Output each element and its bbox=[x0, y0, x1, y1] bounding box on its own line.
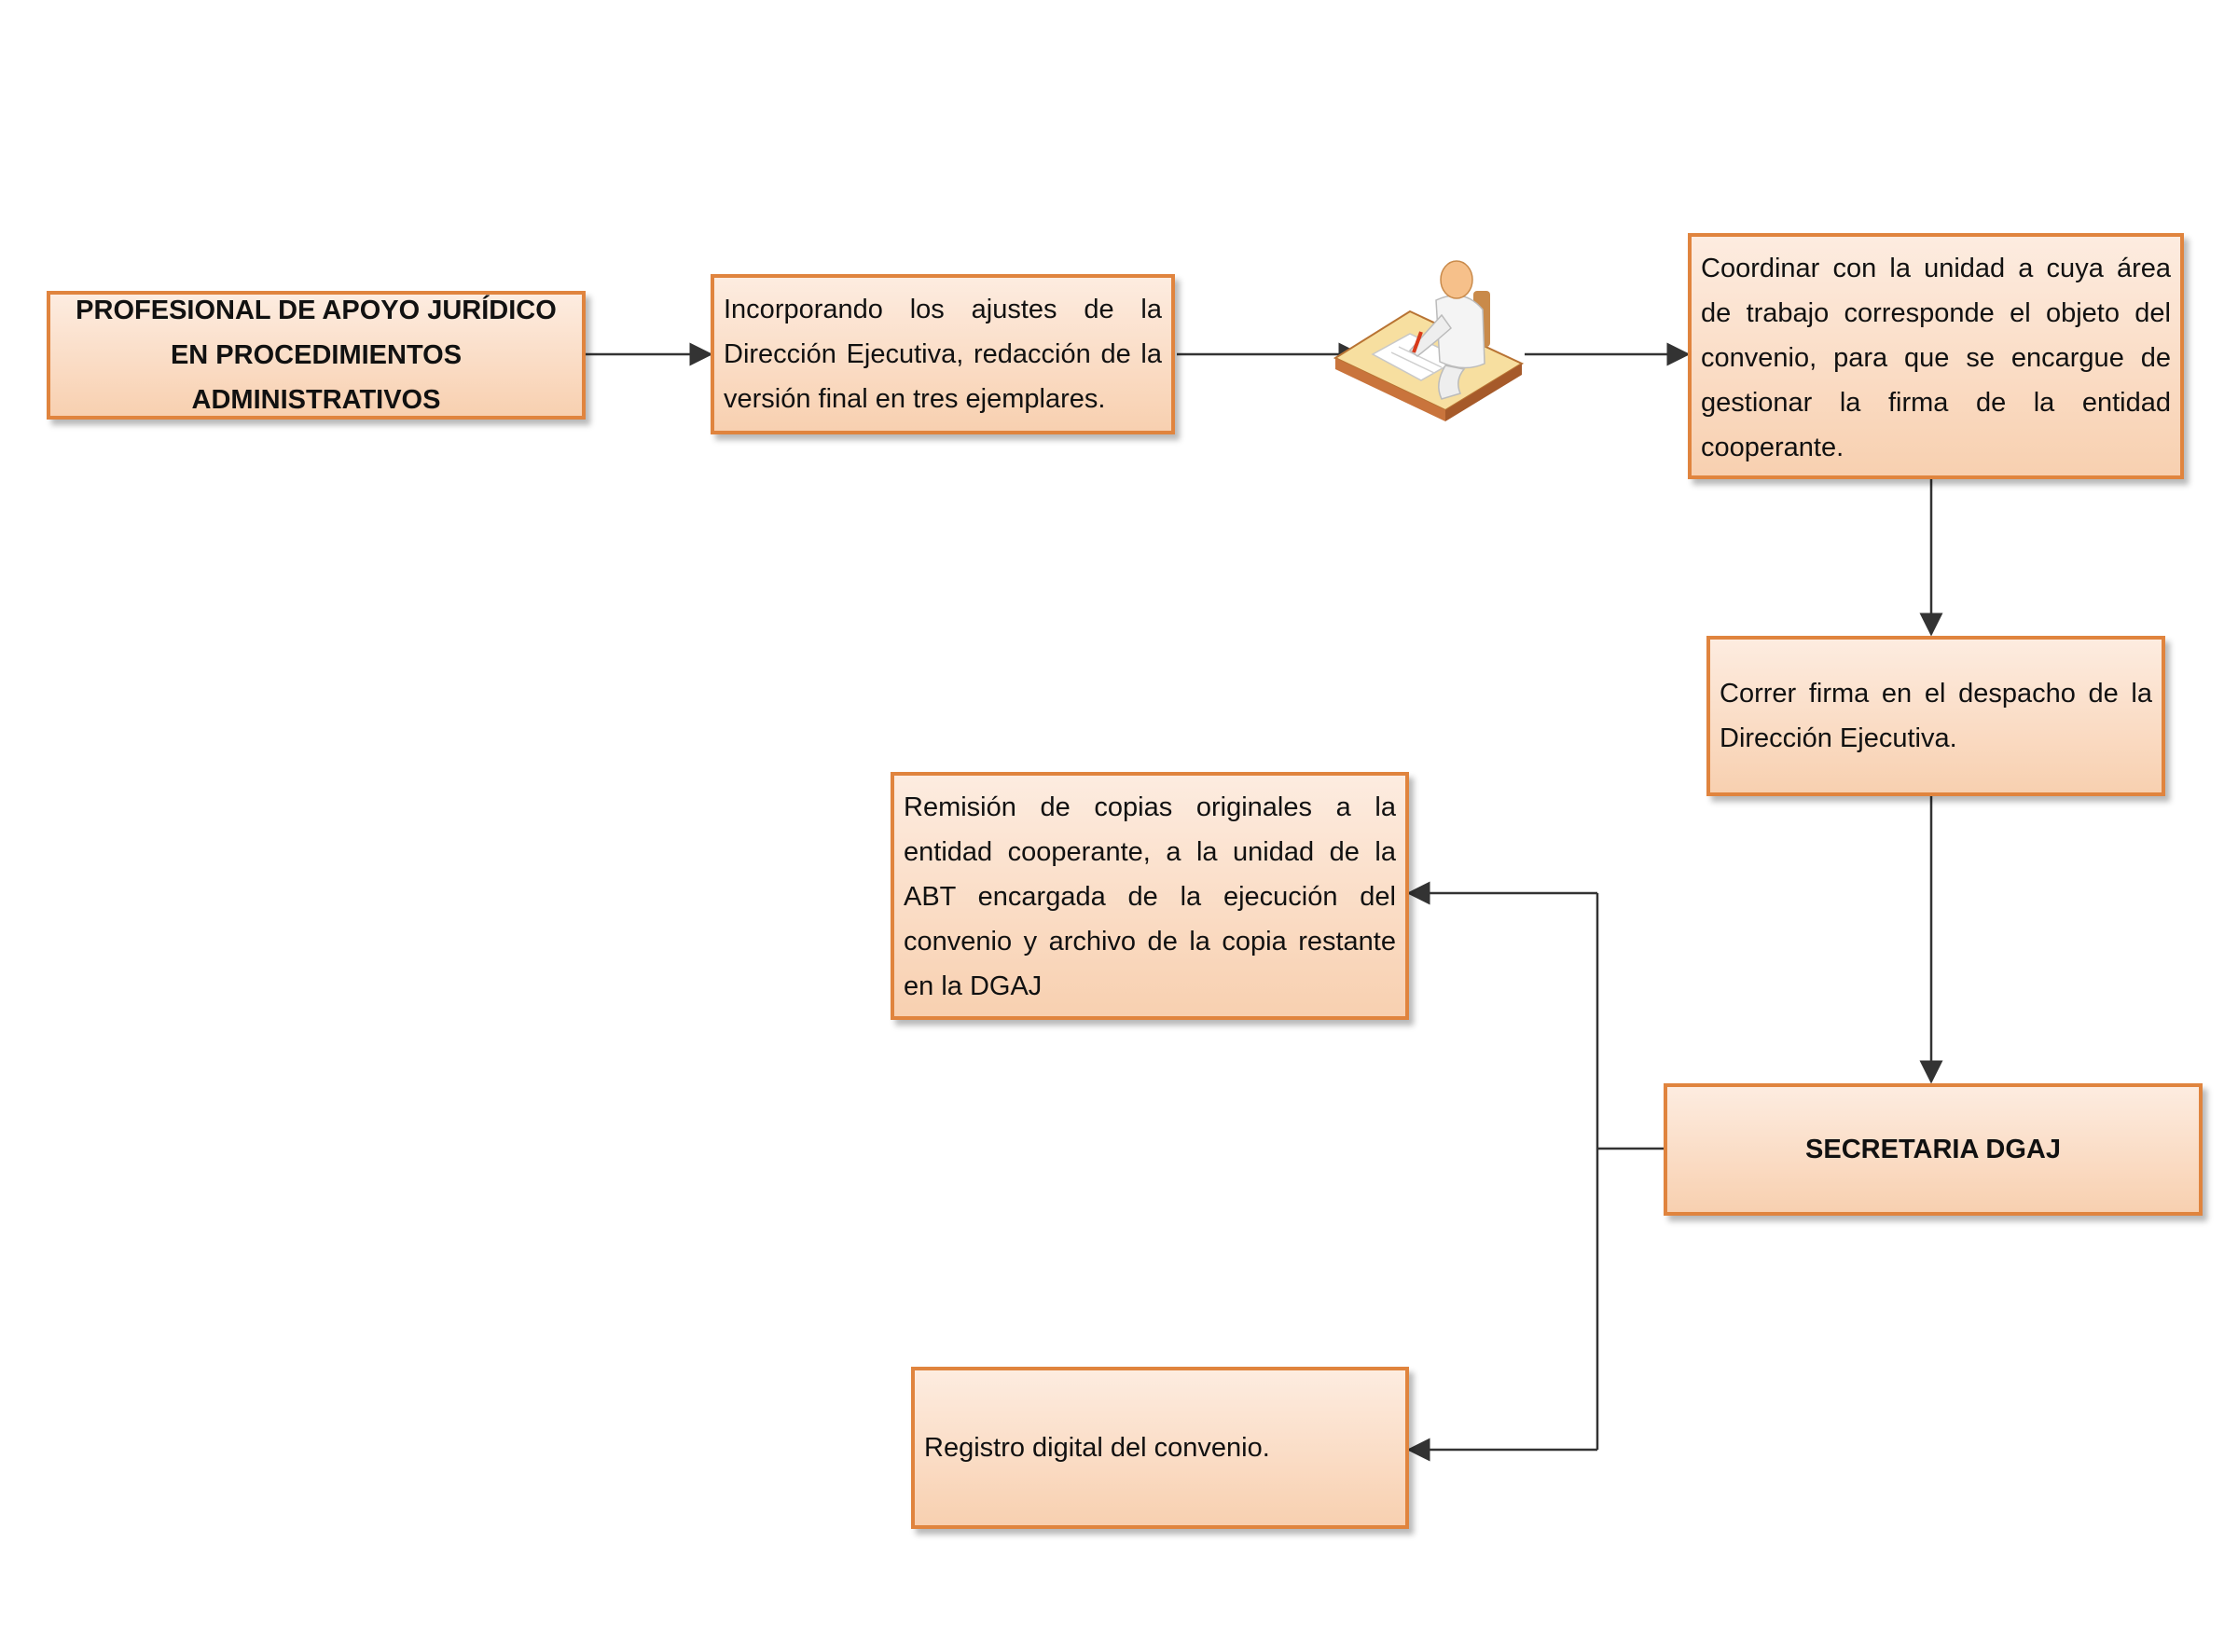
node-coordinar: Coordinar con la unidad a cuya área de t… bbox=[1688, 233, 2184, 479]
node-registro: Registro digital del convenio. bbox=[911, 1367, 1409, 1529]
node-remision-label: Remisión de copias originales a la entid… bbox=[904, 792, 1396, 1001]
node-remision: Remisión de copias originales a la entid… bbox=[891, 772, 1409, 1020]
node-coordinar-label: Coordinar con la unidad a cuya área de t… bbox=[1701, 254, 2171, 462]
node-incorporando-label: Incorporando los ajustes de la Dirección… bbox=[724, 295, 1162, 414]
node-secretaria: SECRETARIA DGAJ bbox=[1664, 1083, 2203, 1216]
node-correr: Correr firma en el despacho de la Direcc… bbox=[1706, 636, 2165, 796]
node-registro-label: Registro digital del convenio. bbox=[924, 1433, 1270, 1463]
node-profesional-label: PROFESIONAL DE APOYO JURÍDICO EN PROCEDI… bbox=[76, 296, 557, 415]
node-profesional: PROFESIONAL DE APOYO JURÍDICO EN PROCEDI… bbox=[47, 291, 586, 420]
node-secretaria-label: SECRETARIA DGAJ bbox=[1805, 1135, 2061, 1164]
person-writing-at-desk-icon bbox=[1333, 260, 1525, 421]
node-correr-label: Correr firma en el despacho de la Direcc… bbox=[1720, 679, 2152, 753]
node-incorporando: Incorporando los ajustes de la Dirección… bbox=[711, 274, 1175, 434]
